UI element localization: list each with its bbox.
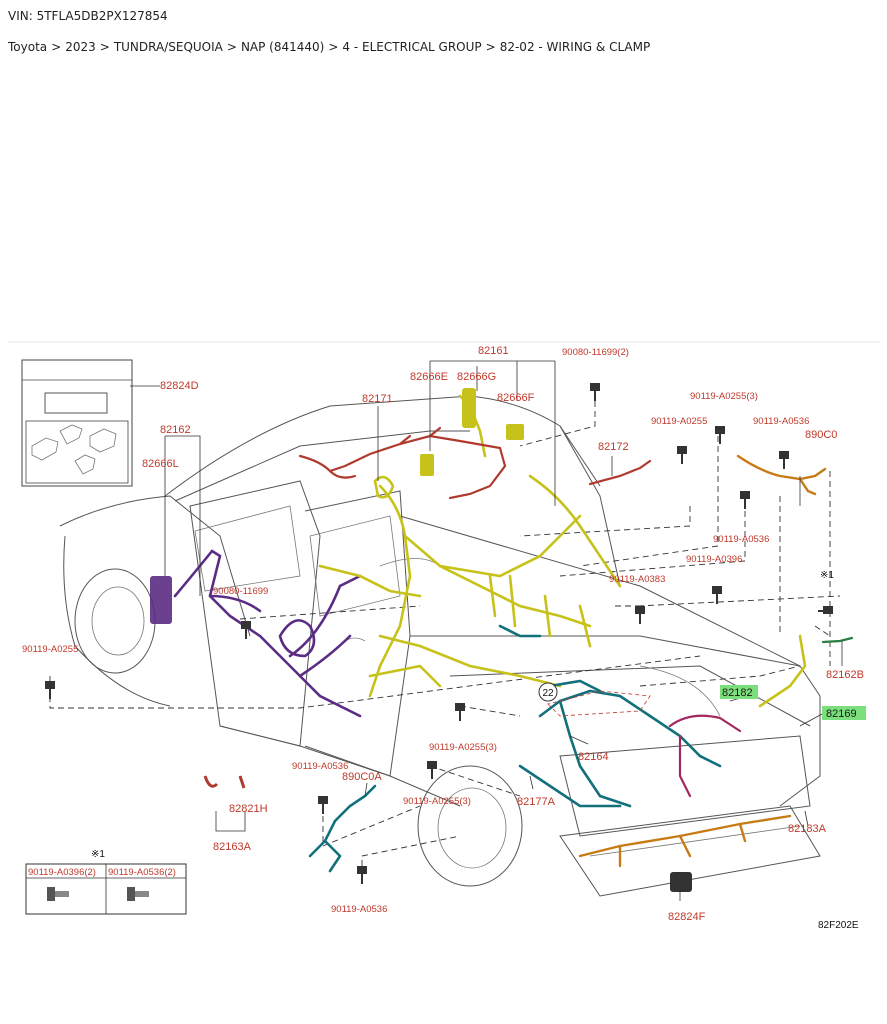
label-82183A[interactable]: 82183A <box>788 823 827 835</box>
harness-82183A[interactable] <box>578 814 792 868</box>
label-82162B[interactable]: 82162B <box>826 669 864 681</box>
bolt-icon <box>127 887 149 901</box>
harness-82171[interactable] <box>298 426 507 500</box>
label-90119-A0255-top[interactable]: 90119-A0255 <box>651 416 707 427</box>
inset-box-82824D[interactable] <box>21 359 133 487</box>
legend-col2: 90119-A0536(2) <box>108 867 176 878</box>
truck-outline <box>59 395 821 897</box>
label-90119-A0396[interactable]: 90119-A0396 <box>686 554 742 565</box>
label-890C0A[interactable]: 890C0A <box>342 771 382 783</box>
breadcrumb-separator: > <box>328 40 339 54</box>
harness-82164[interactable] <box>498 624 722 808</box>
label-90119-A0255-3-top[interactable]: 90119-A0255(3) <box>690 391 758 402</box>
label-82171[interactable]: 82171 <box>362 393 393 405</box>
label-90119-A0536-top[interactable]: 90119-A0536 <box>753 416 809 427</box>
label-82172[interactable]: 82172 <box>598 441 629 453</box>
label-90119-A0255-left[interactable]: 90119-A0255 <box>22 644 78 655</box>
label-90119-A0536-low[interactable]: 90119-A0536 <box>292 761 348 772</box>
label-star1-top: ※1 <box>820 570 834 581</box>
label-82824D[interactable]: 82824D <box>160 380 199 392</box>
label-90080-11699-2[interactable]: 90080-11699(2) <box>562 347 629 358</box>
label-90119-A0255-3-low[interactable]: 90119-A0255(3) <box>403 796 471 807</box>
legend-title: ※1 <box>91 849 105 860</box>
solid-leaders <box>130 360 843 901</box>
label-90119-A0383[interactable]: 90119-A0383 <box>609 574 665 585</box>
label-82169[interactable]: 82169 <box>826 708 857 720</box>
bolt-icon <box>47 887 69 901</box>
label-890C0[interactable]: 890C0 <box>805 429 837 441</box>
breadcrumb-item-current: 82-02 - WIRING & CLAMP <box>499 40 651 54</box>
harness-82162B[interactable] <box>821 636 854 644</box>
legend-col1: 90119-A0396(2) <box>28 867 96 878</box>
harness-82162[interactable] <box>150 549 362 718</box>
harness-82161[interactable] <box>318 388 807 708</box>
label-82666F[interactable]: 82666F <box>497 392 535 404</box>
label-90119-A0536-mid[interactable]: 90119-A0536 <box>713 534 769 545</box>
callout-22-label: 22 <box>542 688 554 699</box>
legend-table: ※1 90119-A0396(2) 90119-A0536(2) <box>25 849 187 915</box>
callout-22[interactable]: 22 <box>538 682 651 717</box>
label-90080-11699[interactable]: 90080-11699 <box>213 586 268 597</box>
harness-82172[interactable] <box>588 459 652 486</box>
highlight-82169 <box>822 706 866 720</box>
breadcrumb-separator: > <box>51 40 62 54</box>
harness-890C0A[interactable] <box>308 784 377 873</box>
diagram-code: 82F202E <box>818 920 859 931</box>
breadcrumb-separator: > <box>99 40 110 54</box>
breadcrumb-separator: > <box>226 40 237 54</box>
vin-text: VIN: 5TFLA5DB2PX127854 <box>8 9 168 23</box>
breadcrumb-item-group[interactable]: 4 - ELECTRICAL GROUP <box>342 40 482 54</box>
breadcrumb-item-year[interactable]: 2023 <box>65 40 96 54</box>
harness-82182[interactable] <box>668 714 742 798</box>
label-90119-A0536-bottom[interactable]: 90119-A0536 <box>331 904 387 915</box>
label-82824F[interactable]: 82824F <box>668 911 706 923</box>
part-labels: 82161 82666E 82666G 90080-11699(2) 82171… <box>22 345 866 931</box>
label-82821H[interactable]: 82821H <box>229 803 268 815</box>
label-82182[interactable]: 82182 <box>722 687 753 699</box>
label-82666L[interactable]: 82666L <box>142 458 179 470</box>
label-82162[interactable]: 82162 <box>160 424 191 436</box>
label-82164[interactable]: 82164 <box>578 751 609 763</box>
label-82177A[interactable]: 82177A <box>517 796 556 808</box>
harness-890C0[interactable] <box>736 454 827 496</box>
label-82666E[interactable]: 82666E <box>410 371 448 383</box>
wiring-diagram: 22 82161 82666E 82666G 90080-11699(2) 82… <box>8 341 880 931</box>
label-82666G[interactable]: 82666G <box>457 371 496 383</box>
breadcrumb-item-make[interactable]: Toyota <box>8 40 48 54</box>
breadcrumb-item-model[interactable]: TUNDRA/SEQUOIA <box>113 40 223 54</box>
label-90119-A0255-3-mid[interactable]: 90119-A0255(3) <box>429 742 497 753</box>
breadcrumb: Toyota>2023>TUNDRA/SEQUOIA>NAP (841440)>… <box>8 40 650 54</box>
breadcrumb-separator: > <box>485 40 496 54</box>
label-82163A[interactable]: 82163A <box>213 841 252 853</box>
breadcrumb-item-region[interactable]: NAP (841440) <box>240 40 325 54</box>
fastener-icons <box>45 383 833 892</box>
highlight-82182 <box>720 685 758 699</box>
label-82161[interactable]: 82161 <box>478 345 509 357</box>
